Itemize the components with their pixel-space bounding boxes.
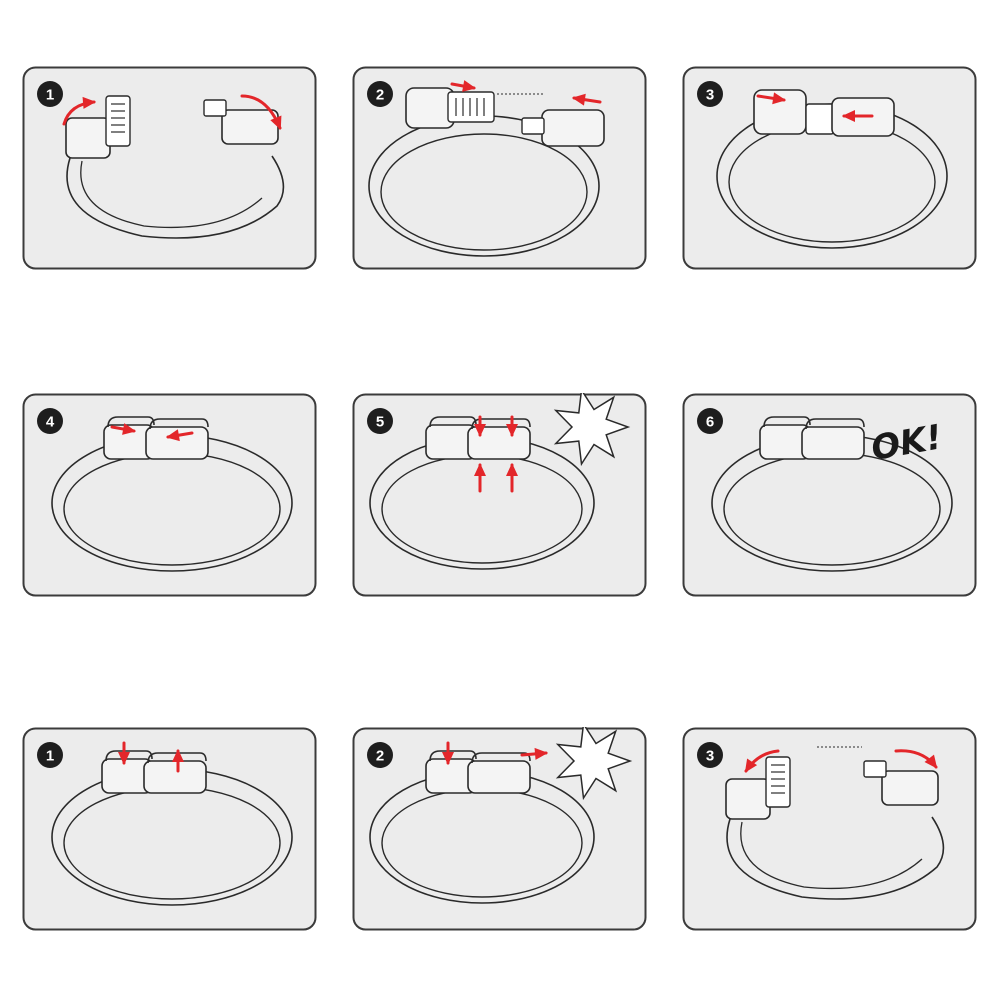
panel-illustration: 3: [682, 727, 977, 931]
arrow-head: [534, 747, 548, 760]
step-panel: 3: [682, 727, 977, 931]
arrow-head: [772, 92, 786, 105]
step-badge: [37, 81, 63, 107]
usb-plug: [805, 103, 835, 135]
clasp-right-top: [805, 418, 865, 430]
band-inner: [380, 133, 588, 251]
clasp-right-top: [149, 418, 209, 430]
arrow-head: [506, 424, 518, 437]
panel-illustration: OK!6: [682, 393, 977, 597]
usb-plug: [105, 95, 131, 147]
panel-illustration: 3: [682, 66, 977, 270]
arrow-head: [506, 463, 518, 476]
arrow-head: [462, 80, 476, 92]
panel-frame: [22, 393, 317, 597]
cable-loop-inner: [80, 160, 263, 229]
clasp-right-top: [471, 418, 531, 430]
panel-drawing: [368, 80, 605, 257]
clasp-right-top: [471, 752, 531, 764]
micro-housing: [541, 109, 605, 147]
step-badge: [697, 742, 723, 768]
arrow-head: [442, 752, 454, 765]
step-badge: [697, 408, 723, 434]
panel-drawing: [62, 94, 285, 239]
micro-plug: [521, 117, 545, 135]
micro-plug: [203, 99, 227, 117]
step-panel: 2: [352, 727, 647, 931]
step-panel: 1: [22, 727, 317, 931]
cable-loop: [66, 155, 285, 239]
step-panel: 3: [682, 66, 977, 270]
panel-frame: [682, 393, 977, 597]
step-panel: 2: [352, 66, 647, 270]
clasp-right: [145, 426, 209, 460]
usb-plug: [765, 756, 791, 808]
arrow-head: [474, 424, 486, 437]
arrow-head: [166, 429, 180, 442]
panel-drawing: [369, 393, 631, 570]
usb-cap: [725, 778, 771, 820]
panel-drawing: [725, 746, 945, 900]
panel-drawing: [51, 741, 293, 906]
panel-illustration: 4: [22, 393, 317, 597]
arrow-head: [118, 752, 130, 765]
step-number: 1: [46, 748, 54, 765]
step-panel: 4: [22, 393, 317, 597]
step-number: 6: [706, 414, 714, 431]
step-number: 2: [376, 87, 384, 104]
burst-shape: [555, 727, 633, 801]
burst-shape: [553, 393, 631, 467]
cable-loop: [726, 816, 945, 900]
step-badge: [37, 408, 63, 434]
arrow-head: [172, 749, 184, 762]
micro-plug: [863, 760, 887, 778]
step-badge: [697, 81, 723, 107]
step-number: 1: [46, 87, 54, 104]
arrow-head: [744, 758, 758, 773]
step-badge: [367, 742, 393, 768]
panel-drawing: [716, 89, 948, 249]
arrow-head: [924, 754, 938, 769]
step-number: 4: [46, 414, 55, 431]
clasp-right: [467, 426, 531, 460]
arrow-head: [842, 110, 855, 122]
arrow-head: [474, 463, 486, 476]
panel-drawing: [369, 727, 633, 904]
arrow-head: [572, 93, 586, 106]
cable-loop-inner: [740, 821, 923, 890]
clasp-right: [467, 760, 531, 794]
panel-illustration: 5: [352, 393, 647, 597]
clasp-right: [143, 760, 207, 794]
usb-plug: [447, 91, 495, 123]
micro-housing: [221, 109, 279, 145]
panel-illustration: 1: [22, 727, 317, 931]
step-number: 2: [376, 748, 384, 765]
panel-frame: [22, 727, 317, 931]
panel-drawing: [51, 416, 293, 572]
step-panel: OK!6: [682, 393, 977, 597]
usb-cap: [65, 117, 111, 159]
step-badge: [37, 742, 63, 768]
step-number: 3: [706, 87, 714, 104]
panel-illustration: 2: [352, 66, 647, 270]
micro-housing: [881, 770, 939, 806]
panel-frame: [352, 66, 647, 270]
step-number: 3: [706, 748, 714, 765]
step-panel: 1: [22, 66, 317, 270]
arrow-head: [122, 423, 136, 435]
usb-cap: [405, 87, 455, 129]
step-badge: [367, 81, 393, 107]
step-panel: 5: [352, 393, 647, 597]
panel-illustration: 1: [22, 66, 317, 270]
panel-illustration: 2: [352, 727, 647, 931]
arrow-head: [270, 115, 282, 130]
arrow-head: [82, 96, 96, 109]
clasp-right: [801, 426, 865, 460]
step-badge: [367, 408, 393, 434]
step-number: 5: [376, 414, 384, 431]
